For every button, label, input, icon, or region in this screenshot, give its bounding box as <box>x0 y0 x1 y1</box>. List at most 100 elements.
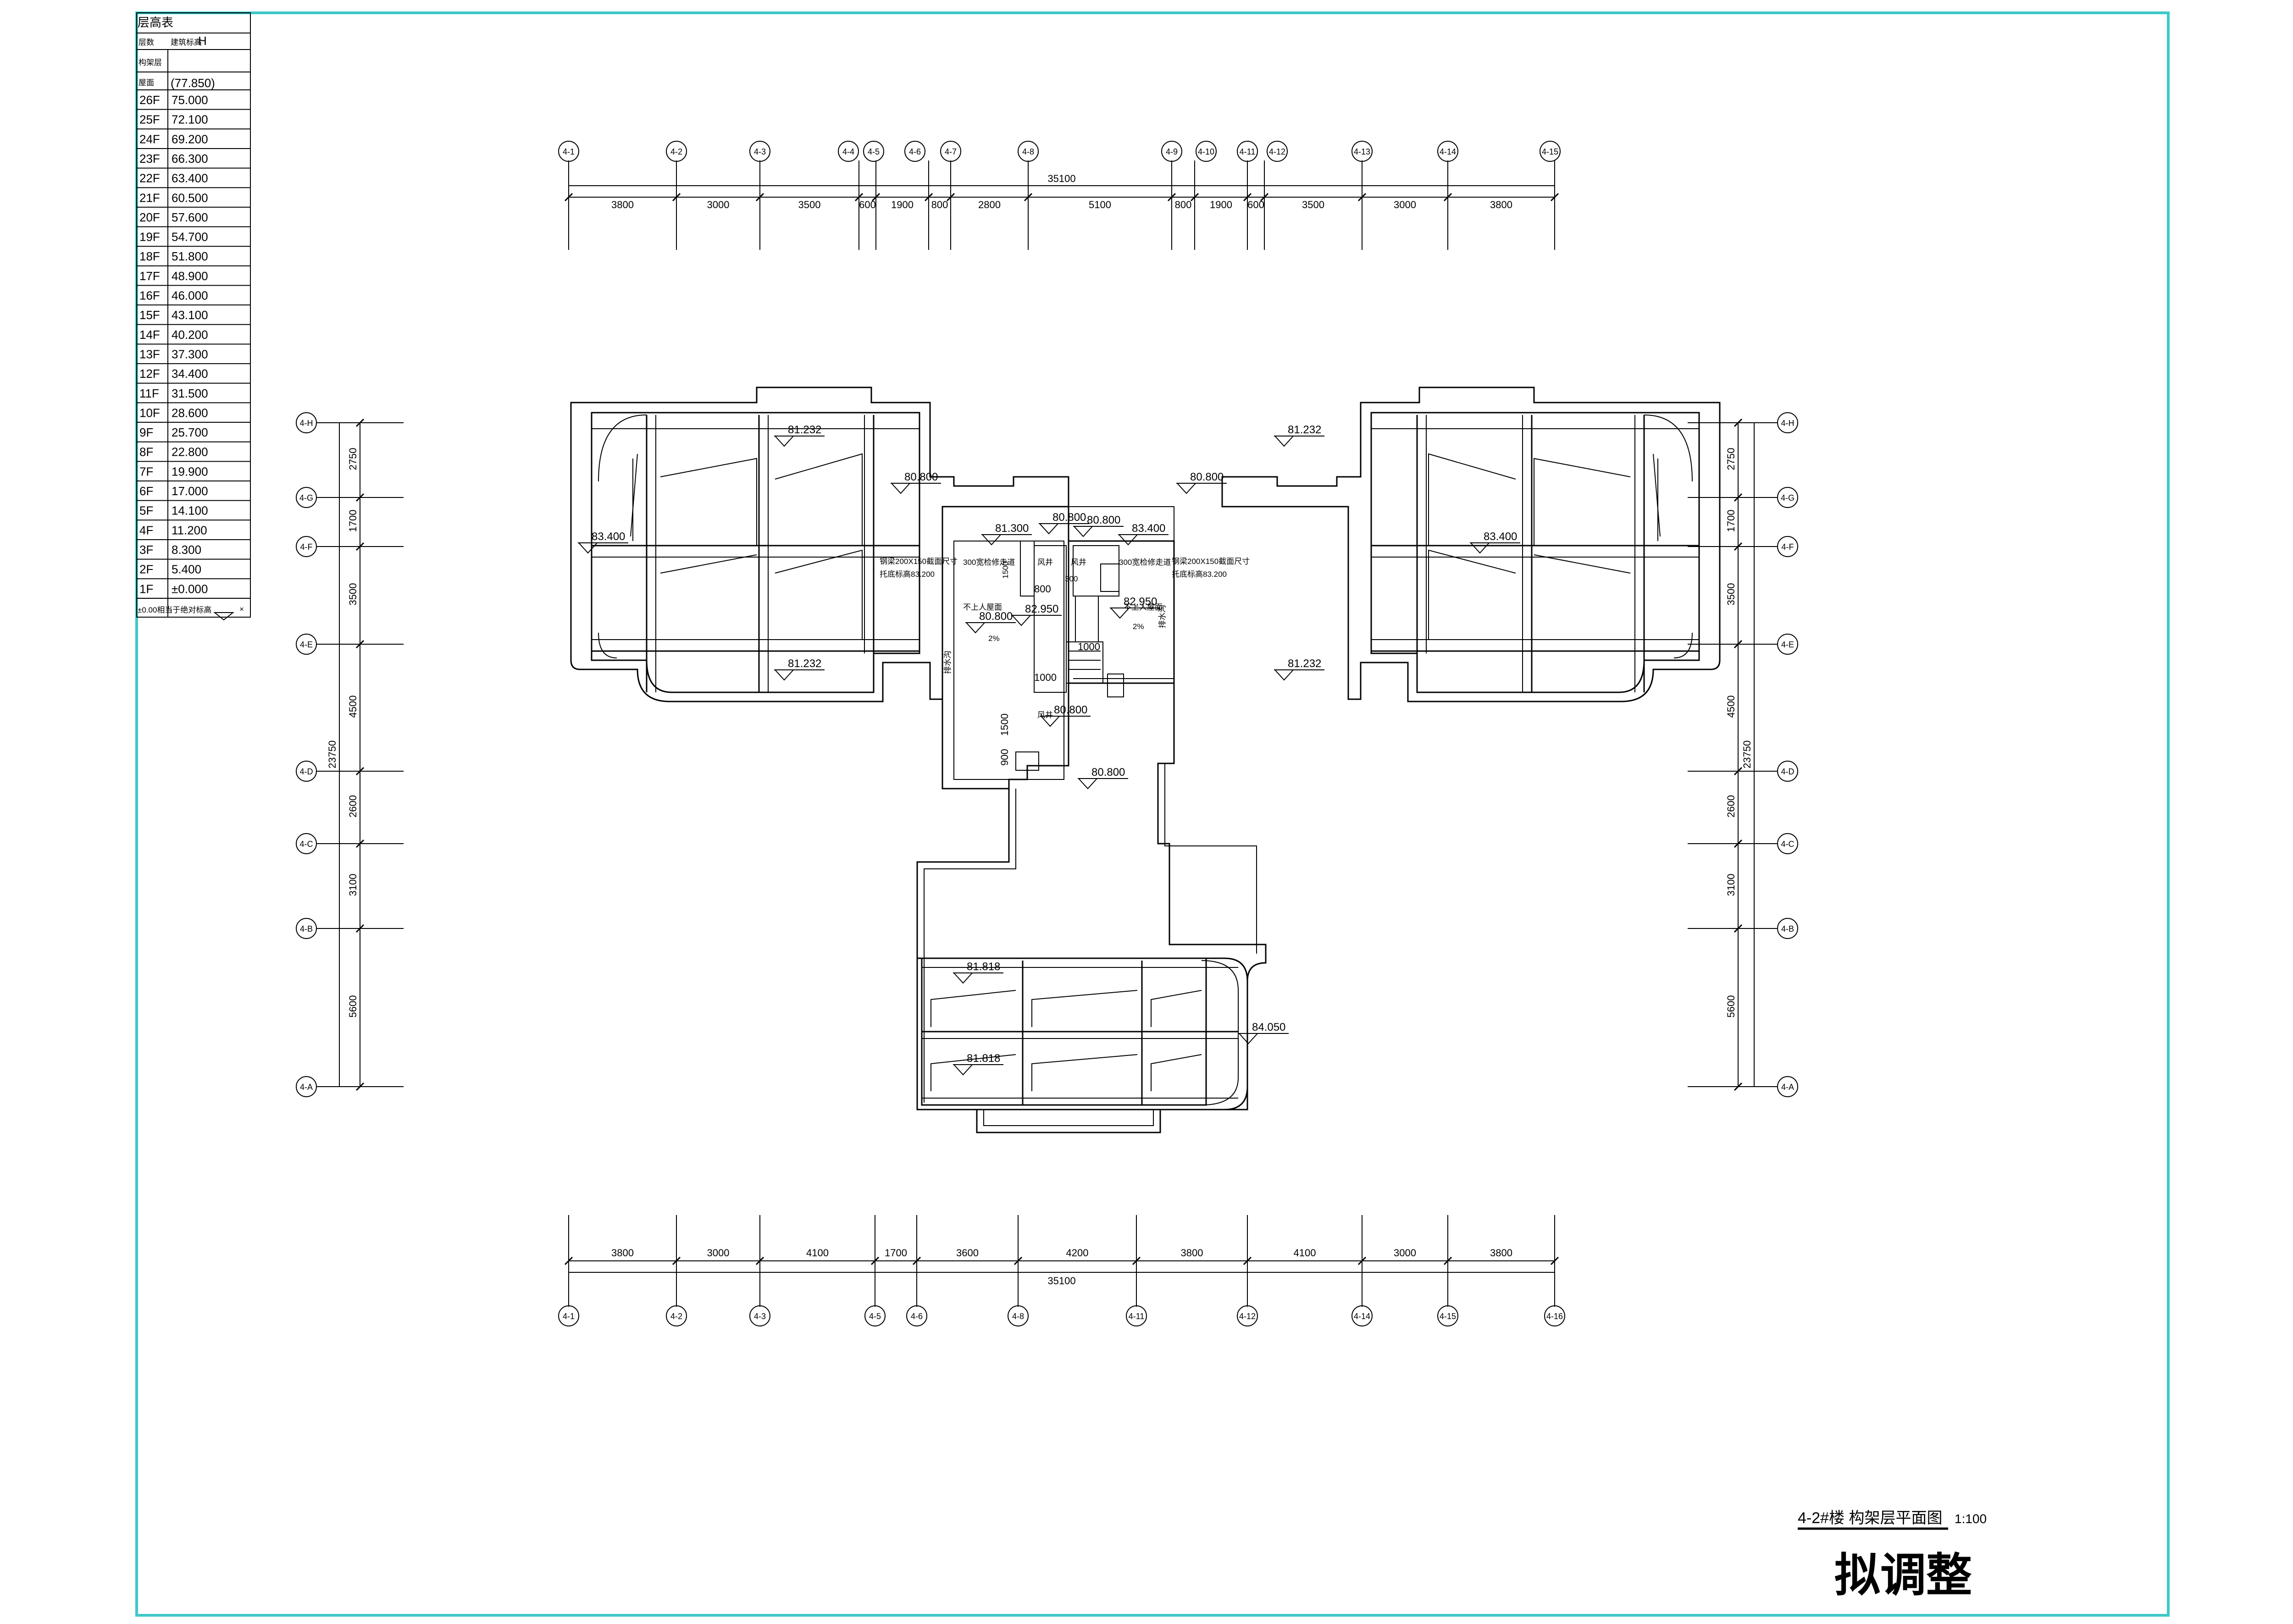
level-table-floor: 20F <box>139 210 160 224</box>
grid-bubble-label: 4-8 <box>1022 147 1034 156</box>
level-table-elev: 19.900 <box>172 464 208 478</box>
dim-value: 2600 <box>347 795 359 818</box>
dim-total: 35100 <box>1047 1275 1075 1287</box>
grid-bubble-label: 4-G <box>299 493 313 503</box>
grid-bubble <box>1351 141 1373 162</box>
elevation-value: 81.232 <box>1288 657 1321 670</box>
elevation-symbol <box>775 436 794 447</box>
grid-bubble <box>1777 487 1798 508</box>
dim-value: 800 <box>1175 199 1192 210</box>
grid-bubble <box>1437 1305 1458 1326</box>
dim-value: 5600 <box>347 995 359 1018</box>
dim-tick <box>1357 1256 1367 1265</box>
dim-value: 600 <box>859 199 876 210</box>
dim-value: 3100 <box>1725 874 1737 896</box>
level-table-floor: 14F <box>139 328 160 342</box>
elevation-symbol <box>891 483 910 494</box>
elevation-symbol <box>1078 778 1097 790</box>
elevation-symbol <box>578 542 598 554</box>
dim-value: 1900 <box>891 199 914 210</box>
elevation-value: 84.050 <box>1252 1021 1285 1033</box>
grid-bubble-label: 4-9 <box>1166 147 1178 156</box>
dim-value: 3800 <box>1181 1247 1203 1259</box>
elevation-value: 82.950 <box>1124 596 1157 608</box>
grid-bubble <box>296 918 317 939</box>
grid-bubble <box>1540 141 1561 162</box>
grid-bubble <box>1196 141 1217 162</box>
note-drain-left: 排水沟 <box>943 651 952 674</box>
note-slope-right: 2% <box>1133 622 1144 631</box>
elevation-symbol <box>1041 716 1060 727</box>
level-table-elev: 46.000 <box>172 289 208 303</box>
note-shaft-3: 风井 <box>1037 711 1053 719</box>
level-table-elev: 75.000 <box>172 93 208 107</box>
dim-tick <box>355 924 365 933</box>
grid-bubble-label: 4-14 <box>1354 1312 1370 1321</box>
level-table-elev: 63.400 <box>172 171 208 185</box>
level-table-elev: ±0.000 <box>172 582 208 596</box>
level-table-elev: 69.200 <box>172 132 208 146</box>
dim-total: 23750 <box>1741 740 1753 768</box>
level-table-title: 层高表 <box>138 16 173 29</box>
note-beam-right-1: 钢梁200X150截面尺寸 <box>1172 557 1250 566</box>
grid-bubble-label: 4-E <box>1781 640 1794 649</box>
elevation-symbol <box>953 972 973 984</box>
elevation-value: 80.800 <box>1052 511 1086 524</box>
dim-tick <box>1357 193 1367 202</box>
grid-bubble-label: 4-C <box>299 840 313 849</box>
dim-value: 3800 <box>1490 1247 1512 1259</box>
dim-tick <box>1024 193 1033 202</box>
level-table-floor: 16F <box>139 289 160 303</box>
elevation-symbol <box>1110 608 1130 619</box>
revision-stamp: 拟调整 <box>1834 1548 1972 1602</box>
grid-bubble <box>1544 1305 1565 1326</box>
level-table-floor: 12F <box>139 367 160 381</box>
grid-bubble <box>749 141 770 162</box>
grid-bubble <box>906 1305 927 1326</box>
elevation-symbol <box>1074 526 1093 537</box>
level-table-col-h: H <box>198 34 207 48</box>
dim-tick <box>672 1256 681 1265</box>
elevation-value: 83.400 <box>592 530 625 543</box>
elevation-symbol <box>1177 483 1196 494</box>
dim-tick <box>1734 493 1743 502</box>
core-dim-1500: 1500 <box>999 713 1010 736</box>
level-table-footer-mark: × <box>239 605 244 613</box>
dim-tick <box>1550 193 1559 202</box>
plan-notes: 钢梁200X150截面尺寸 托底标高83.200 钢梁200X150截面尺寸 托… <box>880 557 1250 766</box>
dim-value: 4200 <box>1066 1247 1089 1259</box>
grid-bubble-label: 4-5 <box>869 1312 881 1321</box>
grid-bubble <box>558 141 579 162</box>
dim-tick <box>1014 1256 1023 1265</box>
level-table-floor: 11F <box>139 387 159 400</box>
dim-tick <box>355 839 365 848</box>
level-table-footer: ±0.00相当于绝对标高 <box>138 606 211 614</box>
note-access-left: 300宽检修走道 <box>963 558 1015 567</box>
elevation-symbol <box>1012 615 1031 626</box>
level-table-elev: 43.100 <box>172 308 208 322</box>
dim-tick <box>755 193 764 202</box>
elevation-value: 80.800 <box>1087 514 1120 526</box>
level-table-floor: 18F <box>139 249 160 263</box>
dim-value: 2600 <box>1725 795 1737 818</box>
dim-tick <box>924 193 933 202</box>
elevation-value: 83.400 <box>1484 530 1517 543</box>
dim-tick <box>1734 839 1743 848</box>
elevation-value: 80.800 <box>979 610 1013 623</box>
level-table-floor: 10F <box>139 406 160 420</box>
level-table-floor: 23F <box>139 152 160 166</box>
core-dim-1000b: 1000 <box>1078 641 1100 652</box>
elevation-symbol <box>1274 669 1294 681</box>
grid-bubble-label: 4-16 <box>1546 1312 1563 1321</box>
level-table-elev: 34.400 <box>172 367 208 381</box>
sheet-border <box>135 11 2170 1617</box>
level-table-elev: 40.200 <box>172 328 208 342</box>
note-beam-left-1: 钢梁200X150截面尺寸 <box>880 557 958 566</box>
grid-bubble <box>558 1305 579 1326</box>
dim-tick <box>672 193 681 202</box>
building-plan <box>570 387 1721 1133</box>
